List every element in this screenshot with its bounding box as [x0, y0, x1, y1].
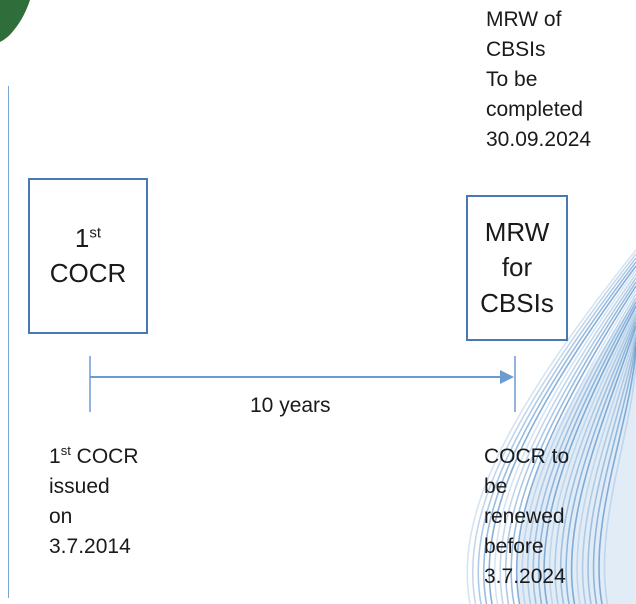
- blue-wave-icon: [466, 249, 636, 604]
- wave-line: [515, 285, 636, 604]
- wave-line: [559, 317, 636, 604]
- wave-line: [483, 261, 636, 604]
- wave-line: [576, 329, 636, 604]
- timeline: [89, 356, 516, 412]
- wave-line: [466, 249, 636, 604]
- wave-line: [526, 293, 636, 604]
- wave-line: [532, 297, 636, 604]
- wave-line: [477, 257, 636, 604]
- wave-line: [537, 301, 636, 604]
- cocr-renewal-note: COCR to be renewed before 3.7.2024: [484, 445, 570, 588]
- wave-line: [581, 333, 636, 604]
- wave-line: [592, 341, 636, 604]
- first-cocr-ordinal: 1st: [74, 222, 102, 253]
- mrw-for-cbsis-box: MRW for CBSIs: [466, 195, 568, 341]
- wave-line: [504, 277, 636, 604]
- wave-line: [554, 313, 636, 604]
- left-margin-line: [8, 86, 9, 598]
- mrw-box-label: MRW for CBSIs: [480, 217, 554, 318]
- wave-line: [543, 305, 636, 604]
- wave-line: [570, 325, 636, 604]
- wave-line: [587, 337, 636, 604]
- wave-line: [598, 345, 636, 604]
- wave-line: [510, 281, 636, 604]
- wave-line: [499, 273, 636, 604]
- wave-line: [521, 289, 636, 604]
- first-cocr-box: 1st COCR: [28, 178, 148, 334]
- wave-line: [548, 309, 636, 604]
- wave-fill: [516, 300, 636, 604]
- timeline-label: 10 years: [250, 394, 331, 417]
- wave-line: [565, 321, 636, 604]
- arrow-head: [500, 370, 514, 384]
- green-corner-logo-icon: [0, 0, 30, 42]
- wave-line: [488, 265, 636, 604]
- first-cocr-label: COCR: [49, 258, 127, 288]
- cocr-issued-note: 1st COCR issued on 3.7.2014: [49, 443, 139, 558]
- wave-line: [603, 350, 636, 604]
- mrw-deadline-note: MRW of CBSIs To be completed 30.09.2024: [486, 8, 592, 151]
- wave-line: [494, 269, 636, 604]
- wave-line: [472, 253, 636, 604]
